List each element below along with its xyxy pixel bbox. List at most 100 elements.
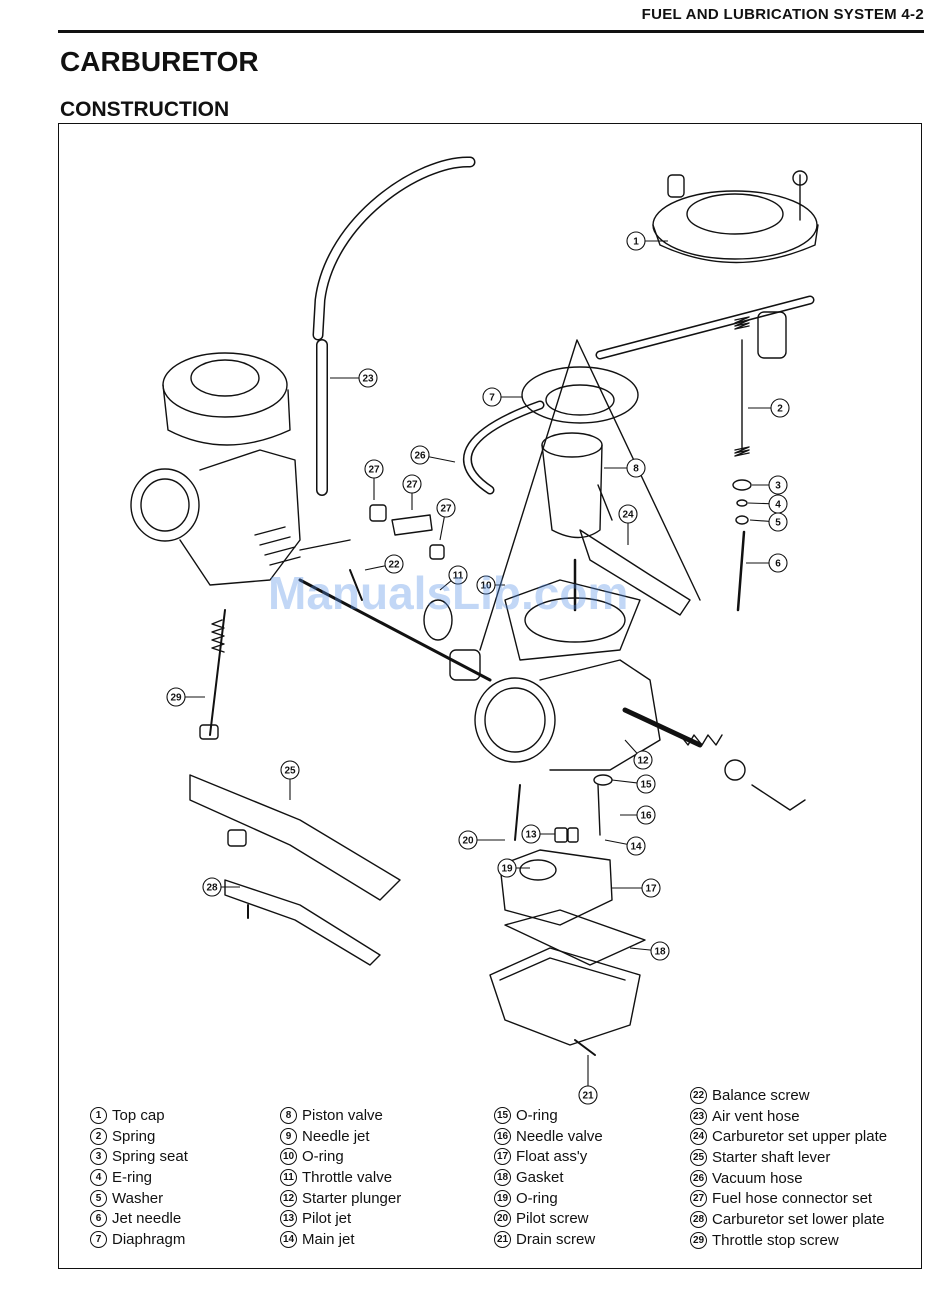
callout-number: 7	[489, 393, 495, 404]
throttle-shaft	[298, 578, 492, 682]
callout-circle	[166, 687, 186, 707]
callout-circle	[280, 760, 300, 780]
callout-circle	[626, 458, 646, 478]
callout-circle	[402, 474, 422, 494]
callout-number: 27	[368, 465, 380, 476]
callout-circle	[650, 941, 670, 961]
running-head: FUEL AND LUBRICATION SYSTEM 4-2	[641, 6, 924, 23]
callout-circle	[633, 750, 653, 770]
watermark: ManualsLib.com	[268, 567, 629, 619]
callout-circle	[436, 498, 456, 518]
callout-number: 29	[170, 693, 182, 704]
callout-number: 14	[630, 842, 642, 853]
spring	[732, 311, 787, 612]
diaphragm	[521, 366, 639, 424]
callout-number: 26	[414, 451, 426, 462]
callout-circle	[636, 805, 656, 825]
callout-circle	[448, 565, 468, 585]
callout-number: 28	[206, 883, 218, 894]
callout-number: 12	[637, 756, 649, 767]
callout-number: 10	[480, 581, 492, 592]
callout-number: 1	[633, 237, 639, 248]
callout-circle	[626, 836, 646, 856]
callout-number: 19	[501, 864, 513, 875]
callout-number: 15	[640, 780, 652, 791]
callout-number: 11	[453, 571, 464, 582]
header-rule	[58, 30, 924, 33]
lower-plate	[224, 879, 381, 966]
section-title: CONSTRUCTION	[60, 98, 230, 121]
callout-number: 18	[654, 947, 666, 958]
piston-valve	[541, 432, 613, 539]
callout-circle	[410, 445, 430, 465]
callout-number: 4	[775, 500, 781, 511]
callout-number: 6	[775, 559, 781, 570]
top-cap	[652, 170, 819, 264]
callout-number: 3	[775, 481, 781, 492]
callout-circle	[768, 553, 788, 573]
callout-number: 21	[582, 1091, 594, 1102]
float-chamber	[489, 947, 641, 1046]
right-carburetor	[474, 558, 661, 771]
callout-circle	[476, 575, 496, 595]
throttle-stop-screw	[209, 609, 226, 736]
left-carburetor	[130, 352, 351, 586]
callout-circle	[482, 387, 502, 407]
callout-number: 27	[406, 480, 418, 491]
callout-circle	[768, 475, 788, 495]
callout-circle	[384, 554, 404, 574]
callout-circle	[578, 1085, 598, 1105]
page-title: CARBURETOR	[60, 46, 259, 77]
callout-number: 25	[284, 766, 296, 777]
starter-shaft-lever	[189, 774, 401, 901]
callout-number: 20	[462, 836, 474, 847]
callout-circle	[358, 368, 378, 388]
callout-circle	[768, 512, 788, 532]
callout-number: 27	[440, 504, 452, 515]
float-assembly	[499, 849, 613, 926]
starter-plunger	[622, 707, 806, 811]
callout-number: 13	[525, 830, 537, 841]
callout-number: 23	[362, 374, 374, 385]
callout-circle	[770, 398, 790, 418]
callout-circle	[202, 877, 222, 897]
callout-number: 22	[388, 560, 400, 571]
upper-plate	[579, 529, 691, 616]
callout-circle	[618, 504, 638, 524]
callout-circle	[641, 878, 661, 898]
callout-number: 2	[777, 404, 783, 415]
callout-number: 24	[622, 510, 634, 521]
callout-number: 5	[775, 518, 781, 529]
callout-circle	[636, 774, 656, 794]
callout-number: 8	[633, 464, 639, 475]
callout-circle	[458, 830, 478, 850]
